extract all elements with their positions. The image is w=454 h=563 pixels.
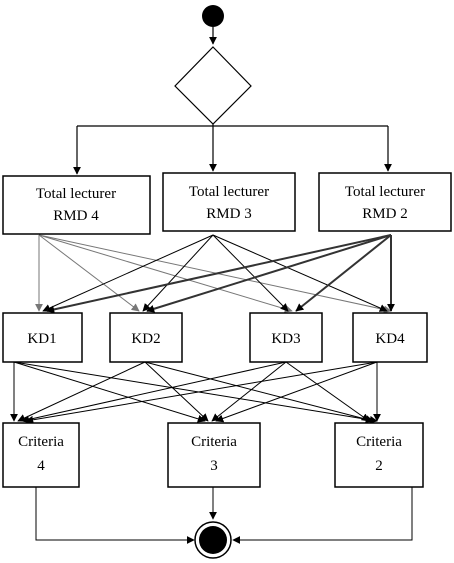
rmd-node-4-box (2, 175, 151, 235)
edge-rmd2-kd3 (295, 234, 392, 312)
rmd-node-3-line1: Total lecturer (189, 184, 269, 200)
edge-kd2-crit4 (17, 361, 146, 422)
edge-rmd3-kd4 (212, 234, 388, 312)
kd-node-2-box (109, 312, 183, 363)
rmd-node-2-line2: RMD 2 (362, 206, 407, 222)
criteria-node-2-line1: Criteria (356, 434, 402, 450)
end-node-core (199, 526, 227, 554)
edge-kd3-crit2 (285, 361, 370, 422)
kd-node-2: KD2 (109, 312, 183, 363)
kd-node-3-label: KD3 (271, 331, 300, 347)
rmd-node-2-box (318, 172, 452, 232)
edge-rmd3-kd1 (42, 234, 214, 312)
edge-rmd4-kd3 (38, 234, 293, 313)
kd-node-4-label: KD4 (375, 331, 405, 347)
decision-diamond (174, 46, 252, 125)
edges-rmd2-to-kd (46, 234, 395, 314)
rmd-node-3-line2: RMD 3 (206, 206, 251, 222)
criteria-node-2-line2: 2 (375, 458, 383, 474)
edge-kd2-crit3 (144, 361, 209, 422)
edge-rmd3-kd3 (212, 234, 289, 312)
rmd-node-3: Total lecturer RMD 3 (162, 172, 296, 232)
criteria-node-3: Criteria 3 (167, 422, 261, 488)
rmd-node-2-line1: Total lecturer (345, 184, 425, 200)
edge-crit2-end (232, 487, 413, 544)
rmd-node-4-line2: RMD 4 (53, 208, 99, 224)
edge-rmd4-kd2 (38, 234, 140, 312)
criteria-node-4-line1: Criteria (18, 434, 64, 450)
edge-kd4-crit4 (25, 361, 378, 424)
edge-crit4-end (35, 487, 195, 544)
edge-rmd2-kd1 (46, 234, 392, 314)
criteria-node-4-line2: 4 (37, 458, 45, 474)
rmd-node-4: Total lecturer RMD 4 (2, 175, 151, 235)
kd-node-1-box (2, 312, 83, 363)
edge-kd4-crit3 (215, 361, 378, 423)
kd-node-3-box (249, 312, 323, 363)
kd-node-4: KD4 (352, 312, 428, 363)
rmd-node-3-box (162, 172, 296, 232)
kd-node-3: KD3 (249, 312, 323, 363)
edge-rmd2-kd2 (146, 234, 392, 313)
edges-rmd3-to-kd (42, 234, 388, 312)
edge-kd1-crit3 (13, 361, 206, 423)
edge-kd3-crit4 (21, 361, 287, 424)
criteria-node-2: Criteria 2 (334, 422, 424, 488)
edge-kd2-crit2 (144, 361, 374, 424)
kd-node-1-label: KD1 (27, 331, 56, 347)
criteria-node-4: Criteria 4 (2, 422, 80, 488)
rmd-node-4-line1: Total lecturer (36, 186, 116, 202)
criteria-node-3-box (167, 422, 261, 488)
rmd-node-2: Total lecturer RMD 2 (318, 172, 452, 232)
edge-rmd3-kd2 (142, 234, 214, 312)
criteria-node-4-box (2, 422, 80, 488)
edge-kd1-crit2 (13, 361, 378, 424)
criteria-node-3-line2: 3 (210, 458, 218, 474)
criteria-node-3-line1: Criteria (191, 434, 237, 450)
edges-criteria-to-end (35, 487, 413, 544)
kd-node-2-label: KD2 (131, 331, 160, 347)
start-node (202, 5, 224, 27)
edges-kd-to-criteria (10, 361, 381, 424)
kd-node-4-box (352, 312, 428, 363)
edge-kd3-crit3 (211, 361, 287, 422)
criteria-node-2-box (334, 422, 424, 488)
kd-node-1: KD1 (2, 312, 83, 363)
